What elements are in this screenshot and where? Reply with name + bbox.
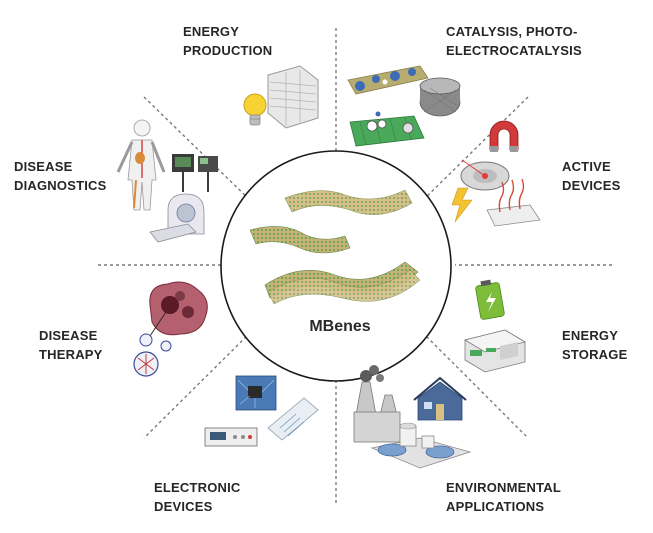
nanoparticle-icon xyxy=(133,311,172,377)
divider-bottom-right xyxy=(417,327,529,439)
lightbulb-icon xyxy=(243,93,267,126)
sensor-chip-icon xyxy=(267,397,319,441)
mri-scanner-icon xyxy=(149,193,205,243)
water-treatment-icon xyxy=(370,422,472,469)
laser-disc-icon xyxy=(460,159,510,191)
storage-unit-icon xyxy=(463,329,527,373)
house-icon xyxy=(413,376,467,421)
factory-icon xyxy=(353,365,401,443)
circuit-board-icon xyxy=(235,375,277,411)
heater-pad-icon xyxy=(486,178,541,227)
monitor-icon xyxy=(172,154,218,192)
divider-top-right xyxy=(417,96,529,206)
mbene-sheets-icon xyxy=(249,189,421,305)
catalyst-molecule-icon xyxy=(347,65,429,95)
tumor-icon xyxy=(149,281,208,336)
divider-top-left xyxy=(143,96,256,206)
solar-panel-icon xyxy=(267,65,319,129)
lightning-icon xyxy=(451,187,473,223)
lab-instrument-icon xyxy=(204,427,258,447)
divider-bottom-left xyxy=(143,327,256,439)
human-body-icon xyxy=(116,119,166,211)
center-circle xyxy=(220,150,452,382)
catalyst-sheet-icon xyxy=(349,111,425,147)
center-label: MBenes xyxy=(309,318,371,335)
battery-icon xyxy=(475,279,505,320)
label-catalysis: CATALYSIS, PHOTO-ELECTROCATALYSIS xyxy=(446,24,582,58)
magnet-icon xyxy=(489,120,519,152)
nanotube-icon xyxy=(419,77,461,117)
